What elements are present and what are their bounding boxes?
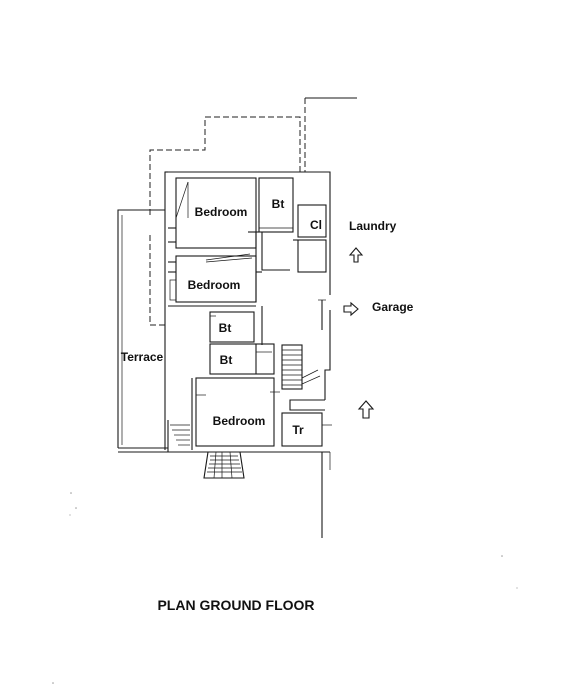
garage-arrow-icon [343, 301, 359, 317]
room-bedroom-bottom [191, 377, 280, 450]
room-tr [281, 412, 332, 447]
room-bath-mid-2 [209, 343, 275, 375]
plan-title: PLAN GROUND FLOOR [157, 597, 315, 613]
stair-bottom-left [167, 420, 192, 453]
terrace-area [117, 209, 330, 453]
laundry-arrow-icon [348, 247, 364, 263]
entrance-arrow-icon [357, 400, 375, 419]
label-bedroom-top: Bedroom [195, 205, 248, 219]
corridor-walls [168, 232, 326, 345]
label-laundry: Laundry [349, 219, 397, 233]
stair-entrance [203, 451, 245, 479]
label-terrace: Terrace [121, 350, 164, 364]
room-bath-top [248, 177, 294, 233]
label-bath-top: Bt [272, 197, 285, 211]
label-garage: Garage [372, 300, 414, 314]
stair-middle [281, 344, 321, 390]
room-closet [293, 204, 327, 273]
room-bedroom-top [168, 177, 257, 249]
room-bath-mid-1 [209, 311, 255, 343]
label-bedroom-middle: Bedroom [188, 278, 241, 292]
label-bath-mid-2: Bt [220, 353, 233, 367]
label-tr: Tr [292, 423, 304, 437]
label-bedroom-bottom: Bedroom [213, 414, 266, 428]
label-bath-mid-1: Bt [219, 321, 232, 335]
exterior-walls [164, 171, 331, 411]
scan-specks [52, 492, 518, 684]
label-closet: Cl [310, 218, 322, 232]
